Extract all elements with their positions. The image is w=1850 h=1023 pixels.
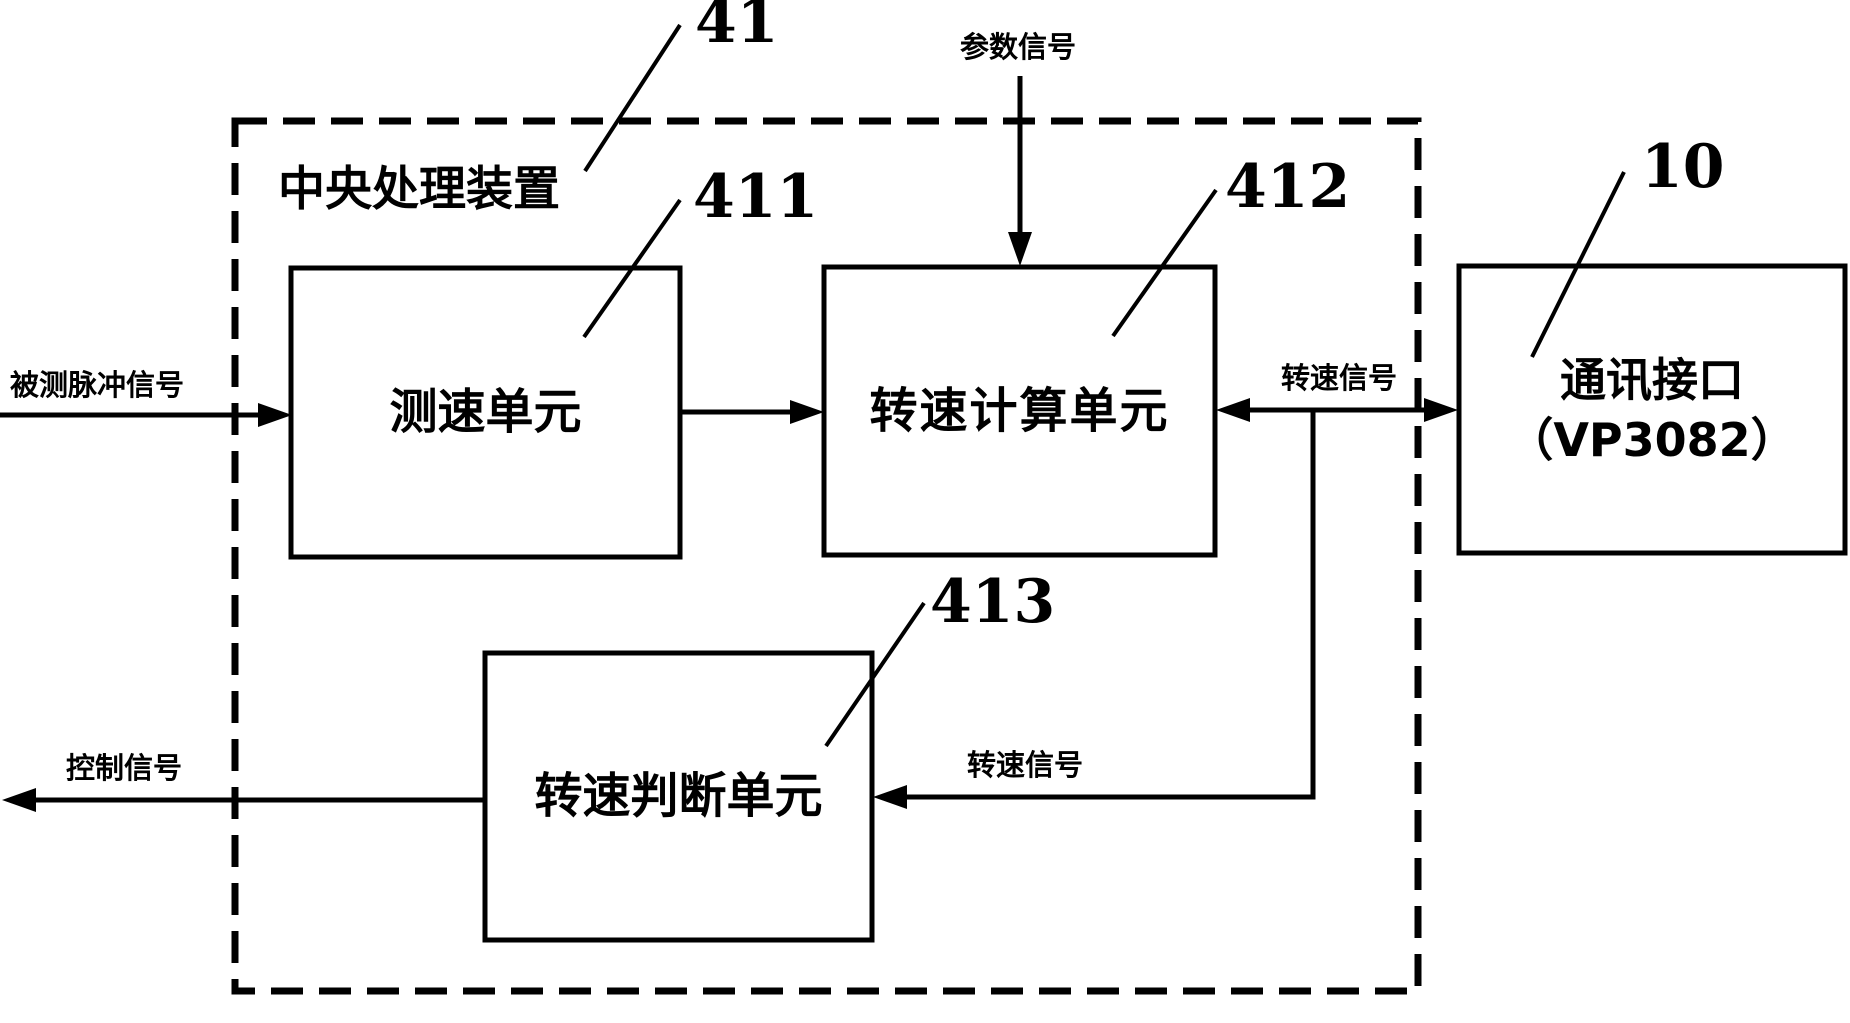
ref-412: 412 bbox=[1225, 152, 1351, 222]
speed-signal-label-bottom: 转速信号 bbox=[967, 748, 1084, 782]
parameter-signal-label: 参数信号 bbox=[960, 30, 1077, 64]
block-comm-interface-label-line2: （VP3082） bbox=[1507, 412, 1797, 467]
block-speed-calc-label: 转速计算单元 bbox=[869, 382, 1170, 439]
ref-10: 10 bbox=[1641, 132, 1725, 202]
speed-signal-label-top: 转速信号 bbox=[1281, 361, 1398, 395]
block-comm-interface: 通讯接口 （VP3082） bbox=[1459, 266, 1845, 553]
parameter-signal-arrow bbox=[1008, 76, 1032, 266]
block-speed-judge: 转速判断单元 bbox=[485, 653, 872, 940]
pulse-input-signal-label: 被测脉冲信号 bbox=[10, 368, 185, 402]
ref-41: 41 bbox=[695, 0, 779, 57]
central-processing-label: 中央处理装置 bbox=[278, 162, 560, 217]
leader-slash-41 bbox=[583, 23, 682, 173]
block-speed-calc: 转速计算单元 bbox=[824, 267, 1215, 555]
block-speed-measure: 测速单元 bbox=[291, 268, 680, 557]
control-output-arrow bbox=[2, 788, 483, 812]
arrow-411-to-412 bbox=[682, 400, 824, 424]
control-signal-label: 控制信号 bbox=[66, 751, 183, 785]
ref-413: 413 bbox=[930, 567, 1056, 637]
block-comm-interface-label-line1: 通讯接口 bbox=[1560, 352, 1744, 407]
pulse-input-arrow bbox=[0, 403, 292, 427]
speed-signal-double-arrow bbox=[1216, 398, 1458, 422]
ref-411: 411 bbox=[693, 162, 819, 232]
block-speed-judge-label: 转速判断单元 bbox=[534, 768, 823, 825]
block-speed-measure-label: 测速单元 bbox=[389, 384, 582, 441]
